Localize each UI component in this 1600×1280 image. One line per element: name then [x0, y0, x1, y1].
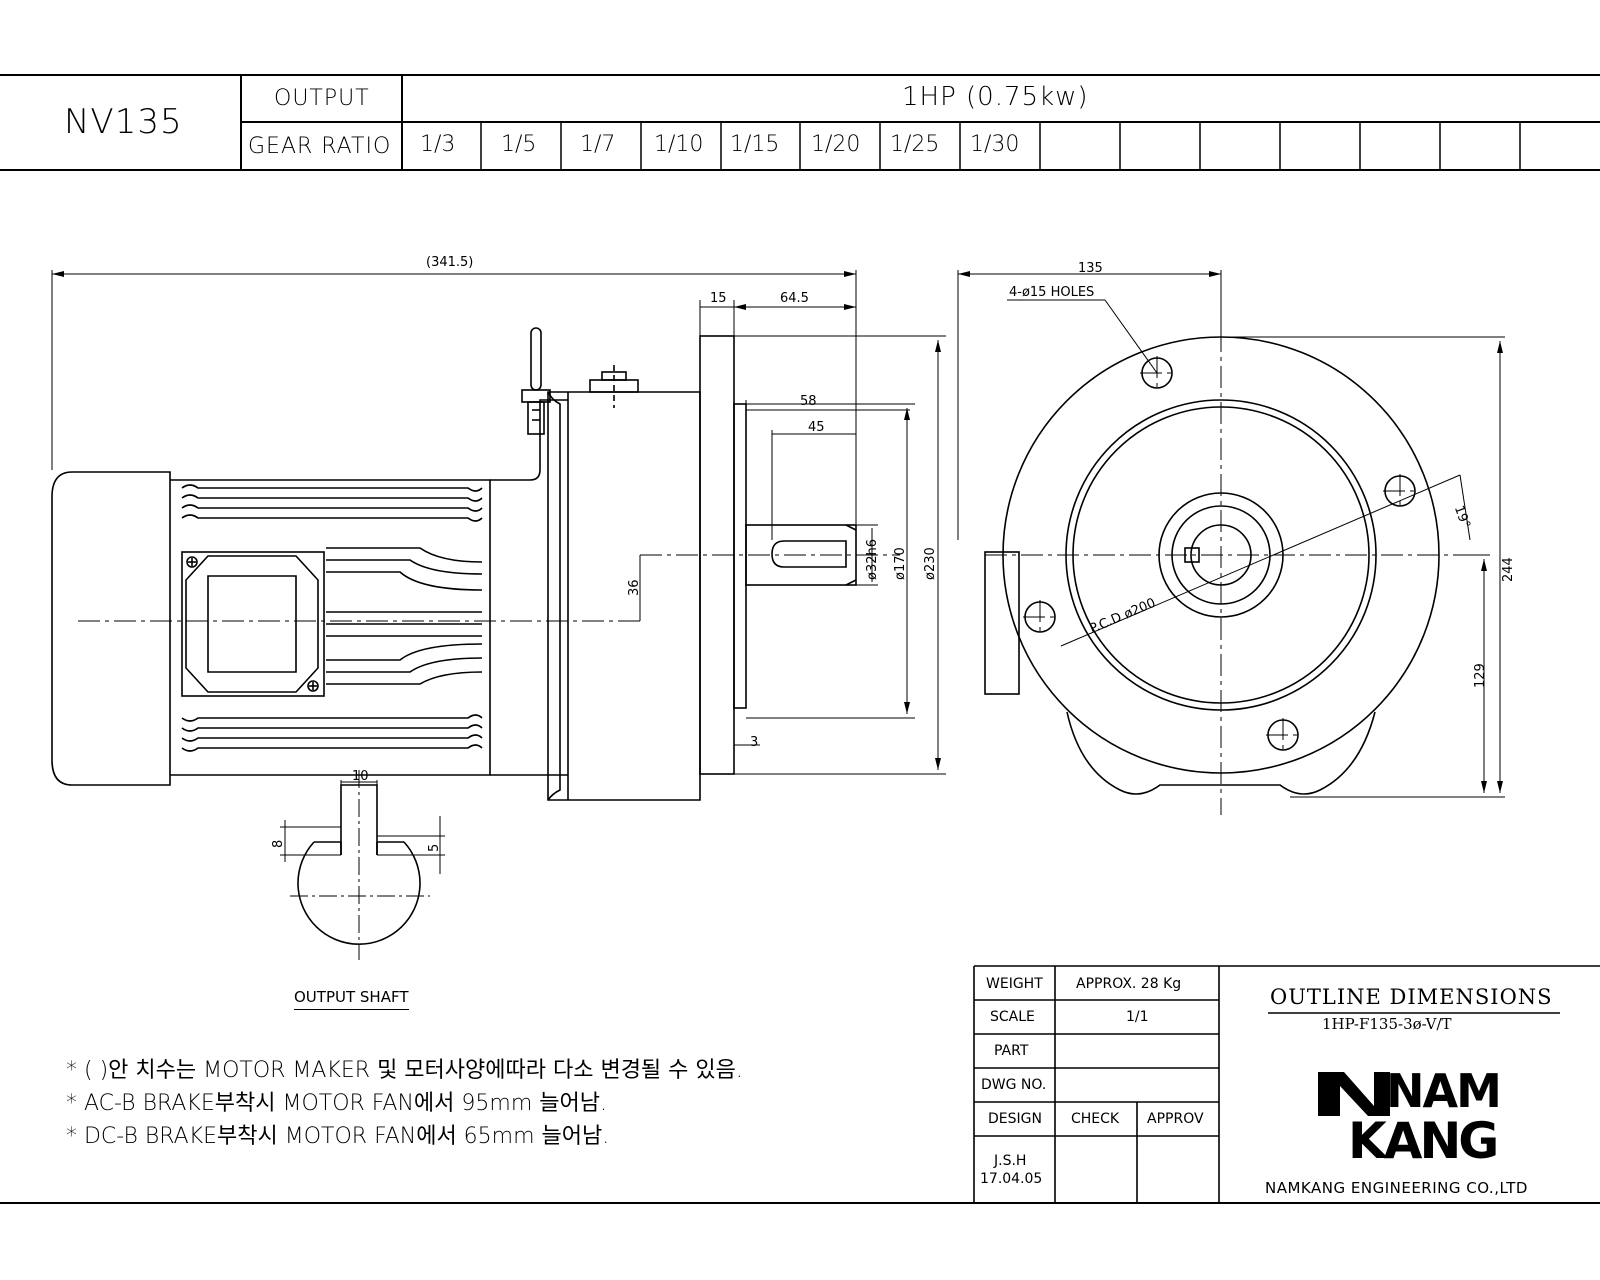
dim-3: 3 [750, 735, 759, 750]
dim-width-135: 135 [1078, 261, 1103, 276]
logo-mark [1318, 1072, 1390, 1116]
dim-58: 58 [800, 394, 817, 409]
gear-ratio-cell: 1/10 [654, 132, 704, 157]
dim-flange-thickness: 15 [710, 291, 727, 306]
gear-ratio-cell: 1/7 [580, 132, 616, 157]
scale-label: SCALE [990, 1009, 1035, 1025]
output-value: 1HP (0.75kw) [902, 82, 1089, 112]
design-label: DESIGN [988, 1111, 1042, 1127]
dim-key-width: 10 [352, 769, 369, 784]
gear-ratio-cell: 1/5 [501, 132, 537, 157]
weight-label: WEIGHT [986, 976, 1043, 992]
output-label: OUTPUT [274, 86, 370, 111]
gear-ratio-cell: 1/25 [890, 132, 940, 157]
fan-cover [51, 471, 171, 786]
dim-overall-length: (341.5) [426, 255, 474, 270]
note-1: * ( )안 치수는 MOTOR MAKER 및 모터사양에따라 다소 변경될 … [66, 1058, 743, 1083]
dim-shaft-projection: 64.5 [780, 291, 809, 306]
drawing-subtitle: 1HP-F135-3ø-V/T [1322, 1015, 1452, 1033]
gear-ratio-cell: 1/20 [811, 132, 861, 157]
gear-ratio-cell: 1/3 [420, 132, 456, 157]
company-logo: NAM KANG [1318, 1068, 1502, 1170]
approv-label: APPROV [1147, 1111, 1204, 1127]
weight-value: APPROX. 28 Kg [1076, 976, 1182, 992]
output-shaft-label: OUTPUT SHAFT [294, 990, 409, 1010]
company-name: NAMKANG ENGINEERING CO.,LTD [1265, 1179, 1528, 1197]
design-date: 17.04.05 [980, 1171, 1043, 1187]
logo-text-nam: NAM [1386, 1064, 1502, 1118]
note-2: * AC-B BRAKE부착시 MOTOR FAN에서 95mm 늘어남. [66, 1091, 607, 1116]
note-3: * DC-B BRAKE부착시 MOTOR FAN에서 65mm 늘어남. [66, 1124, 610, 1149]
part-label: PART [994, 1043, 1029, 1059]
dwg-no-label: DWG NO. [981, 1077, 1047, 1093]
dim-holes: 4-ø15 HOLES [1009, 285, 1095, 300]
gear-ratio-label: GEAR RATIO [248, 134, 392, 159]
designer-initials: J.S.H [994, 1153, 1027, 1169]
gear-ratio-cell: 1/30 [970, 132, 1020, 157]
gear-ratio-cell: 1/15 [730, 132, 780, 157]
scale-value: 1/1 [1126, 1009, 1149, 1025]
motor-body [170, 479, 491, 776]
model-name: NV135 [64, 102, 183, 142]
drawing-title: OUTLINE DIMENSIONS [1270, 985, 1553, 1009]
logo-text-kang: KANG [1348, 1112, 1499, 1170]
check-label: CHECK [1071, 1111, 1120, 1127]
dim-45: 45 [808, 420, 825, 435]
